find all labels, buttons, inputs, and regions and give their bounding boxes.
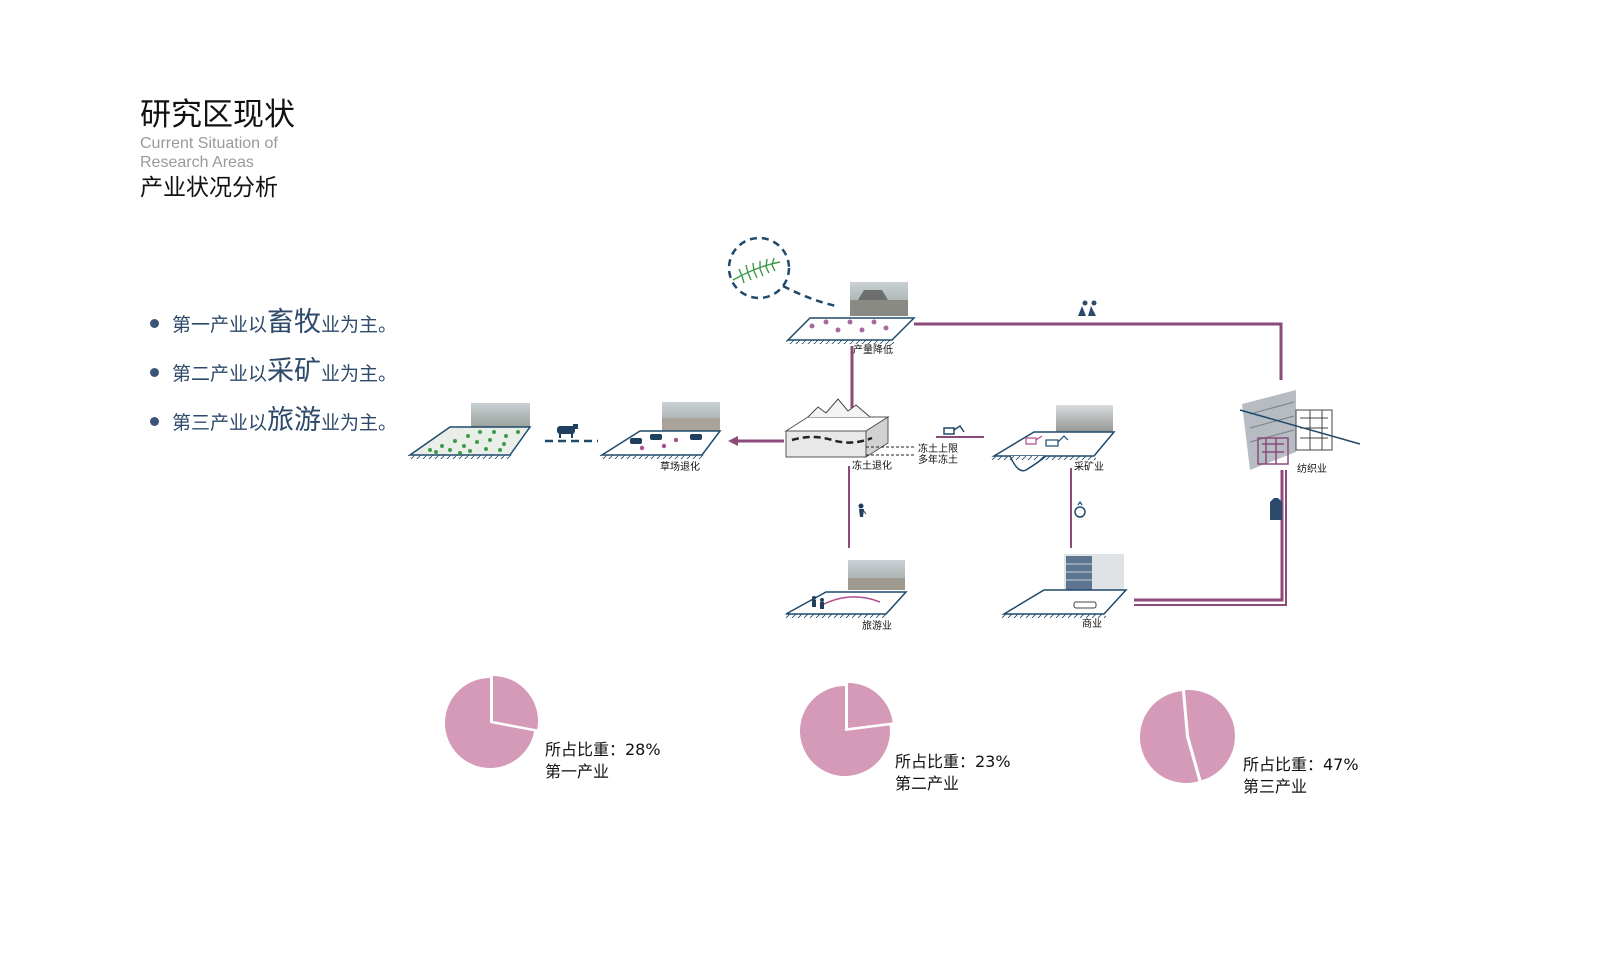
label-permafrost-upper: 冻土上限 (918, 442, 958, 455)
pie-label-primary: 所占比重：28% 第一产业 (545, 739, 661, 783)
healthy-grassland-scene (407, 403, 532, 459)
hiker-icon (858, 503, 867, 517)
connector-commerce-to-textile-inner (1134, 470, 1287, 606)
pie-tertiary-industry (1139, 690, 1235, 784)
page-title-en-line1: Current Situation of (140, 135, 278, 152)
arrow-permafrost-to-grassland (728, 436, 784, 446)
pie-name: 第三产业 (1243, 777, 1308, 796)
mining-scene: 采矿业 (991, 405, 1116, 473)
label-mining: 采矿业 (1074, 460, 1104, 473)
bullet-tertiary-industry: 第三产业以 旅游 业为主。 (150, 398, 397, 447)
connector-production-to-textile (914, 322, 1283, 380)
bullet-keyword: 旅游 (267, 405, 322, 436)
bullet-text: 第三产业以 (172, 412, 268, 434)
pie-secondary-industry (800, 683, 893, 776)
cow-icon (557, 424, 578, 438)
bullet-keyword: 畜牧 (267, 307, 322, 338)
pie-label-secondary: 所占比重：23% 第二产业 (895, 751, 1011, 795)
label-commerce: 商业 (1082, 617, 1102, 630)
pie-slice-remainder (444, 678, 535, 768)
bullet-dot-icon (150, 319, 159, 328)
bullet-text: 业为主。 (321, 314, 398, 336)
excavator-icon (943, 424, 965, 435)
pie-caption: 所占比重：47% (1243, 755, 1359, 774)
bullet-keyword: 采矿 (267, 356, 322, 387)
tourism-scene: 旅游业 (784, 560, 908, 632)
coat-icon (1270, 498, 1282, 520)
commerce-scene: 商业 (1001, 554, 1128, 630)
label-tourism: 旅游业 (862, 619, 892, 632)
pie-caption: 所占比重：23% (895, 752, 1011, 771)
bullet-text: 业为主。 (321, 412, 398, 434)
plant-icon (732, 257, 781, 284)
page-title: 研究区现状 (140, 97, 295, 133)
bullet-secondary-industry: 第二产业以 采矿 业为主。 (150, 349, 397, 398)
pie-label-tertiary: 所占比重：47% 第三产业 (1243, 754, 1359, 798)
label-permafrost-multi: 多年冻土 (918, 453, 958, 466)
label-textile: 纺织业 (1297, 462, 1327, 475)
pie-charts (444, 676, 1235, 784)
label-production-drop: 产量降低 (853, 343, 893, 356)
connector-commerce-to-textile (1134, 470, 1284, 602)
label-permafrost-degradation: 冻土退化 (852, 459, 892, 472)
pie-primary-industry (444, 676, 538, 768)
textile-scene: 纺织业 (1239, 390, 1361, 475)
page-header: 研究区现状 Current Situation of Research Area… (140, 96, 295, 202)
industry-bullet-list: 第一产业以 畜牧 业为主。 第二产业以 采矿 业为主。 第三产业以 旅游 业为主… (150, 300, 397, 447)
pie-caption: 所占比重：28% (545, 740, 661, 759)
pie-slice-remainder (800, 686, 891, 776)
bullet-text: 业为主。 (321, 363, 398, 385)
bullet-dot-icon (150, 417, 159, 426)
plant-magnifier (727, 236, 837, 308)
pie-slice-highlight (848, 683, 893, 728)
label-grassland-degradation: 草场退化 (660, 460, 700, 473)
pie-slice-highlight (1184, 690, 1235, 781)
bullet-primary-industry: 第一产业以 畜牧 业为主。 (150, 300, 397, 349)
bullet-dot-icon (150, 368, 159, 377)
production-drop-scene: 产量降低 (786, 282, 916, 356)
dancers-icon (1078, 300, 1097, 316)
ring-icon (1074, 500, 1086, 518)
permafrost-scene: 冻土退化 冻土上限 多年冻土 (784, 398, 958, 472)
pie-name: 第一产业 (545, 762, 610, 781)
page-title-en-line2: Research Areas (140, 154, 254, 171)
grassland-degradation-scene: 草场退化 (599, 402, 722, 473)
flow-connectors (848, 322, 1287, 606)
pie-slice-highlight (493, 676, 538, 730)
pie-name: 第二产业 (895, 774, 960, 793)
bullet-text: 第二产业以 (172, 363, 268, 385)
bullet-text: 第一产业以 (172, 314, 268, 336)
pie-slice-remainder (1139, 691, 1199, 784)
page-subtitle: 产业状况分析 (140, 175, 278, 201)
